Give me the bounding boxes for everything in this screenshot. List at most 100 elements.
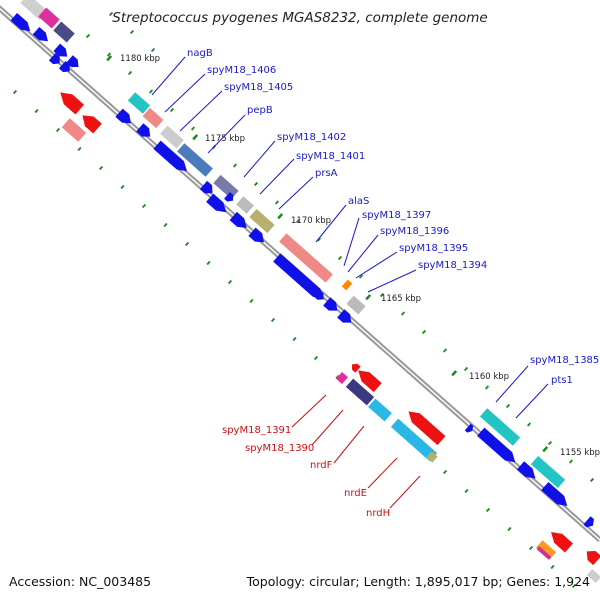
gene-arrow[interactable] (66, 55, 82, 70)
leader-line (278, 176, 314, 210)
guide-dot (442, 469, 448, 475)
gene-label[interactable]: nagB (187, 48, 213, 59)
gene-arrow[interactable] (547, 528, 573, 553)
guide-dot (12, 89, 18, 95)
gene-arrow[interactable] (56, 88, 85, 115)
guide-dot (253, 181, 259, 187)
gene-arrow[interactable] (136, 123, 154, 141)
gene-feature[interactable] (53, 21, 75, 43)
gene-label[interactable]: spyM18_1395 (399, 243, 468, 254)
gene-feature[interactable] (20, 0, 48, 21)
gene-feature[interactable] (536, 546, 552, 560)
leader-line (333, 425, 365, 464)
gene-label[interactable]: prsA (315, 168, 338, 179)
gene-feature[interactable] (390, 418, 438, 462)
gene-arrow[interactable] (337, 309, 355, 327)
gene-label[interactable]: spyM18_1406 (207, 65, 276, 76)
leader-line (291, 394, 327, 428)
kbp-label: 1155 kbp (560, 448, 600, 458)
gene-label[interactable]: spyM18_1401 (296, 151, 365, 162)
gene-arrow[interactable] (153, 140, 190, 176)
dotted-guides (12, 11, 595, 589)
gene-label[interactable]: pepB (247, 105, 273, 116)
gene-feature[interactable] (177, 143, 213, 177)
gene-label[interactable]: spyM18_1397 (362, 210, 431, 221)
gene-arrow[interactable] (349, 361, 361, 373)
gene-label[interactable]: spyM18_1396 (380, 226, 449, 237)
gene-arrow[interactable] (229, 211, 251, 232)
gene-feature[interactable] (535, 540, 557, 560)
gene-arrow[interactable] (583, 516, 596, 530)
gene-label[interactable]: nrdH (366, 508, 390, 519)
gene-arrow[interactable] (313, 289, 326, 302)
gene-feature[interactable] (61, 118, 87, 142)
gene-label[interactable]: spyM18_1402 (277, 132, 346, 143)
gene-label[interactable]: spyM18_1390 (245, 443, 314, 454)
gene-arrow[interactable] (248, 227, 267, 247)
gene-arrow[interactable] (48, 52, 63, 67)
gene-arrow[interactable] (477, 427, 519, 467)
gene-arrow[interactable] (53, 43, 70, 61)
guide-dot (184, 241, 190, 247)
gene-arrow[interactable] (10, 12, 33, 35)
gene-arrow[interactable] (323, 297, 341, 315)
guide-dot (190, 126, 196, 131)
gene-feature[interactable] (160, 125, 184, 149)
gene-label[interactable]: pts1 (551, 375, 573, 386)
gene-feature[interactable] (236, 196, 254, 214)
gene-label[interactable]: spyM18_1405 (224, 82, 293, 93)
gene-feature[interactable] (479, 408, 521, 446)
gene-arrow[interactable] (224, 191, 236, 204)
gene-feature[interactable] (426, 451, 438, 463)
gene-feature[interactable] (213, 174, 239, 200)
guide-dot (547, 440, 553, 446)
guide-dot (505, 403, 511, 409)
gene-label[interactable]: alaS (348, 196, 369, 207)
guide-dot (379, 292, 385, 298)
gene-arrow[interactable] (199, 180, 216, 197)
gene-label[interactable]: nrdF (310, 460, 333, 471)
gene-feature[interactable] (38, 7, 60, 29)
leader-line (367, 269, 417, 293)
leader-line (515, 383, 549, 419)
guide-dot (148, 89, 154, 94)
guide-dot (528, 545, 534, 551)
gene-arrow[interactable] (405, 407, 446, 446)
gene-arrow[interactable] (583, 547, 600, 566)
guide-dot (274, 200, 280, 205)
guide-dot (550, 564, 555, 570)
gene-label[interactable]: spyM18_1385 (530, 355, 599, 366)
gene-arrow[interactable] (32, 26, 52, 45)
gene-arrow[interactable] (206, 193, 230, 217)
gene-feature[interactable] (336, 371, 348, 385)
gene-label[interactable]: spyM18_1394 (418, 260, 487, 271)
guide-dot (55, 127, 61, 133)
gene-feature[interactable] (345, 378, 375, 406)
gene-feature[interactable] (530, 455, 566, 489)
gene-feature[interactable] (341, 279, 353, 291)
gene-label[interactable]: nrdE (344, 488, 367, 499)
leader-line (243, 140, 276, 178)
gene-label[interactable]: spyM18_1391 (222, 425, 291, 436)
gene-feature[interactable] (249, 208, 275, 234)
gene-arrow[interactable] (354, 366, 382, 393)
gene-arrow[interactable] (115, 108, 134, 128)
gene-feature[interactable] (127, 92, 151, 114)
leader-line (389, 475, 421, 509)
guide-dot (292, 336, 297, 342)
gene-feature[interactable] (346, 295, 366, 315)
gene-labels-bottom: spyM18_1391 spyM18_1390 nrdF nrdE nrdH (222, 394, 421, 519)
gene-feature[interactable] (142, 107, 164, 129)
gene-feature[interactable] (279, 233, 333, 283)
gene-arrow[interactable] (541, 481, 571, 510)
gene-arrow[interactable] (516, 461, 539, 482)
gene-arrow[interactable] (464, 423, 475, 435)
gene-arrow[interactable] (273, 253, 327, 302)
gene-feature[interactable] (586, 569, 600, 583)
gene-arrow[interactable] (58, 60, 73, 75)
gene-arrow[interactable] (78, 111, 102, 134)
kbp-tick (106, 55, 113, 62)
guide-dot (169, 107, 175, 113)
gene-feature[interactable] (368, 398, 392, 422)
guide-dot (98, 165, 104, 171)
